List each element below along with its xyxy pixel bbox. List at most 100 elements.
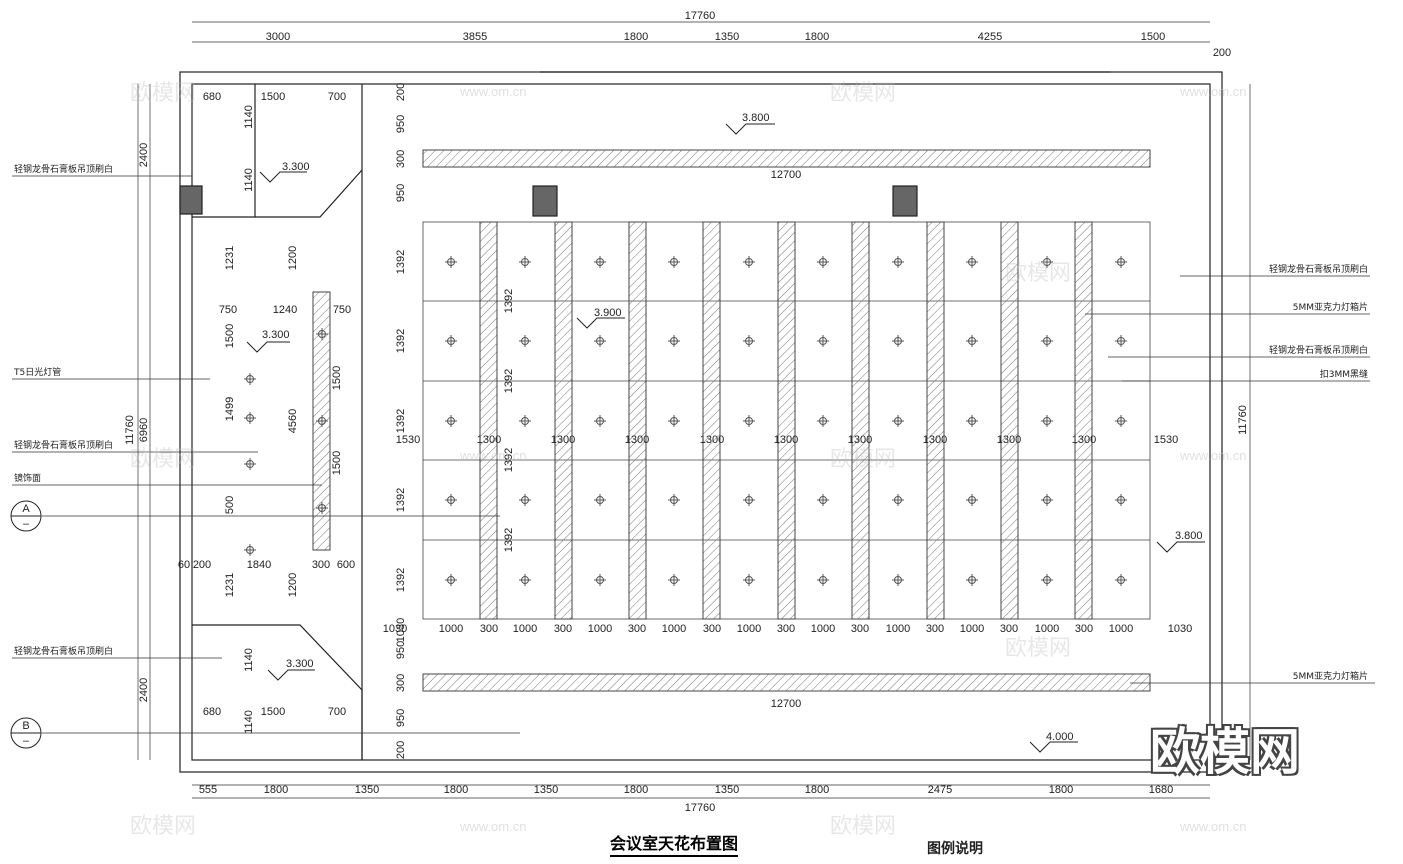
section-b-letter: B bbox=[22, 720, 29, 732]
top-dim-value: 3855 bbox=[463, 31, 487, 43]
note-right: 5MM亚克力灯箱片 bbox=[1293, 670, 1368, 682]
light-strip bbox=[777, 221, 796, 620]
downlight-icon bbox=[743, 494, 755, 506]
bottom-dim-value: 1800 bbox=[624, 784, 648, 796]
light-strip bbox=[851, 221, 870, 620]
downlight-icon bbox=[817, 335, 829, 347]
top-total-dim: 17760 bbox=[685, 10, 716, 22]
level-markers bbox=[246, 123, 1205, 753]
downlight-icon bbox=[594, 574, 606, 586]
svg-text:欧模网: 欧模网 bbox=[130, 81, 196, 106]
downlight-icon bbox=[594, 256, 606, 268]
corridor-h-dim: 750 bbox=[219, 304, 237, 316]
level-room-top: 3.300 bbox=[282, 161, 310, 173]
downlight-icon bbox=[892, 256, 904, 268]
svg-text:www.om.cn: www.om.cn bbox=[1179, 819, 1246, 834]
grid-h-dim: 1300 bbox=[700, 434, 724, 446]
note-left: 轻钢龙骨石膏板吊顶刷白 bbox=[14, 645, 113, 657]
grid-h-bottom-dim: 1000 bbox=[811, 623, 835, 635]
note-left: 轻钢龙骨石膏板吊顶刷白 bbox=[14, 439, 113, 451]
grid-v-dim: 950 bbox=[395, 709, 407, 727]
downlight-icon bbox=[817, 574, 829, 586]
light-strips bbox=[479, 221, 1093, 620]
downlight-icon bbox=[743, 335, 755, 347]
downlight-icon bbox=[1041, 494, 1053, 506]
downlight-icon bbox=[668, 415, 680, 427]
level-main-top: 3.800 bbox=[742, 112, 770, 124]
corridor-v-dim: 1231 bbox=[224, 573, 236, 597]
downlight-icon bbox=[817, 256, 829, 268]
grid-h-bottom-dim: 300 bbox=[703, 623, 721, 635]
grid-h-bottom-dim: 300 bbox=[1000, 623, 1018, 635]
light-box-top bbox=[422, 149, 1151, 168]
top-dim-value: 3000 bbox=[266, 31, 290, 43]
downlight-icon bbox=[594, 335, 606, 347]
downlight-icon bbox=[445, 574, 457, 586]
corridor-v2-dim: 1200 bbox=[287, 573, 299, 597]
drawing-title: 会议室天花布置图 bbox=[610, 830, 739, 857]
downlight-icon bbox=[892, 415, 904, 427]
downlight-icon bbox=[743, 256, 755, 268]
grid-h-bottom-dim: 1000 bbox=[960, 623, 984, 635]
svg-text:www.om.cn: www.om.cn bbox=[459, 448, 526, 463]
bottom-dim-value: 1800 bbox=[444, 784, 468, 796]
corridor-mirror-dim: 1500 bbox=[331, 451, 343, 475]
downlight-icon bbox=[519, 415, 531, 427]
grid-h-bottom-dim: 1000 bbox=[737, 623, 761, 635]
downlight-icon bbox=[594, 415, 606, 427]
downlight-icon bbox=[445, 494, 457, 506]
downlight-icon bbox=[1041, 415, 1053, 427]
section-mark-b: B – bbox=[10, 717, 42, 749]
grid-h-bottom-dim: 1000 bbox=[1035, 623, 1059, 635]
grid-h-bottom-dim: 1000 bbox=[513, 623, 537, 635]
downlight-icon bbox=[817, 415, 829, 427]
corridor-light-icon bbox=[316, 415, 328, 427]
grid-h-dim: 1300 bbox=[625, 434, 649, 446]
svg-text:欧模网: 欧模网 bbox=[830, 814, 896, 839]
downlight-icon bbox=[966, 256, 978, 268]
grid-v-dim: 1392 bbox=[395, 329, 407, 353]
downlight-icon bbox=[519, 574, 531, 586]
level-corridor: 3.300 bbox=[262, 329, 290, 341]
corridor-h-dim: 1240 bbox=[273, 304, 297, 316]
downlight-icon bbox=[1115, 335, 1127, 347]
grid-v-dim: 1392 bbox=[395, 250, 407, 274]
light-strip bbox=[554, 221, 573, 620]
grid-v-dim: 950 bbox=[395, 641, 407, 659]
light-strip bbox=[1000, 221, 1019, 620]
corridor-h-dim: 750 bbox=[333, 304, 351, 316]
logo: 欧模网 bbox=[1150, 723, 1300, 781]
downlight-icon bbox=[966, 415, 978, 427]
corridor-light-icon bbox=[244, 412, 256, 424]
grid-v-dim: 200 bbox=[395, 83, 407, 101]
grid-h-dim: 1300 bbox=[477, 434, 501, 446]
room-top-v-dim: 1140 bbox=[243, 105, 255, 129]
room-bottom-dim: 700 bbox=[328, 706, 346, 718]
downlight-icon bbox=[445, 335, 457, 347]
level-center: 3.900 bbox=[594, 307, 622, 319]
grid-h-bottom-dim: 300 bbox=[628, 623, 646, 635]
bottom-dim-value: 1350 bbox=[534, 784, 558, 796]
corridor-v2-dim: 4560 bbox=[287, 409, 299, 433]
bottom-dim-value: 1800 bbox=[805, 784, 829, 796]
svg-text:www.om.cn: www.om.cn bbox=[459, 819, 526, 834]
downlight-icon bbox=[966, 574, 978, 586]
room-top-v-dim: 1140 bbox=[243, 168, 255, 192]
corridor-bottom-dim: 600 bbox=[337, 559, 355, 571]
grid-h-bottom-dim: 1030 bbox=[1168, 623, 1192, 635]
grid-h-dim: 1300 bbox=[997, 434, 1021, 446]
svg-text:欧模网: 欧模网 bbox=[130, 447, 196, 472]
downlight-icon bbox=[743, 415, 755, 427]
light-strip bbox=[1074, 221, 1093, 620]
downlight-icon bbox=[966, 335, 978, 347]
bottom-dim-value: 1350 bbox=[715, 784, 739, 796]
grid-h-bottom-dim: 1000 bbox=[588, 623, 612, 635]
note-right: 5MM亚克力灯箱片 bbox=[1293, 301, 1368, 313]
downlight-icon bbox=[668, 574, 680, 586]
left-dim-top: 2400 bbox=[138, 143, 150, 167]
corridor-bottom-dim: 1840 bbox=[247, 559, 271, 571]
